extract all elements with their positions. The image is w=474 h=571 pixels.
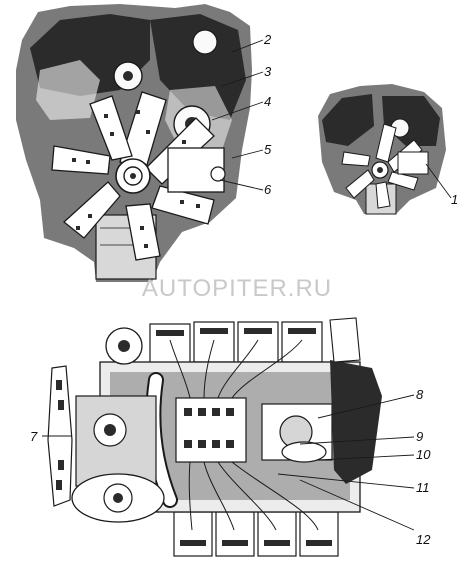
callout-12: 12: [416, 532, 431, 547]
engine-top-view: [42, 317, 415, 557]
engine-front-view-large: [16, 4, 264, 282]
callout-2: 2: [263, 32, 272, 47]
callout-11: 11: [416, 480, 430, 495]
callout-3: 3: [264, 64, 272, 79]
callout-8: 8: [416, 387, 424, 402]
callout-4: 4: [264, 94, 271, 109]
watermark-text: AUTOPITER.RU: [142, 275, 332, 302]
callout-1: 1: [451, 192, 458, 207]
engine-front-view-small: [318, 84, 452, 215]
callout-7: 7: [30, 429, 38, 444]
callout-9: 9: [416, 429, 423, 444]
callout-10: 10: [416, 447, 431, 462]
callout-labels: 1 2 3 4 5 6 7 8 9 10 11 12: [30, 32, 458, 547]
callout-5: 5: [264, 142, 272, 157]
callout-6: 6: [264, 182, 272, 197]
